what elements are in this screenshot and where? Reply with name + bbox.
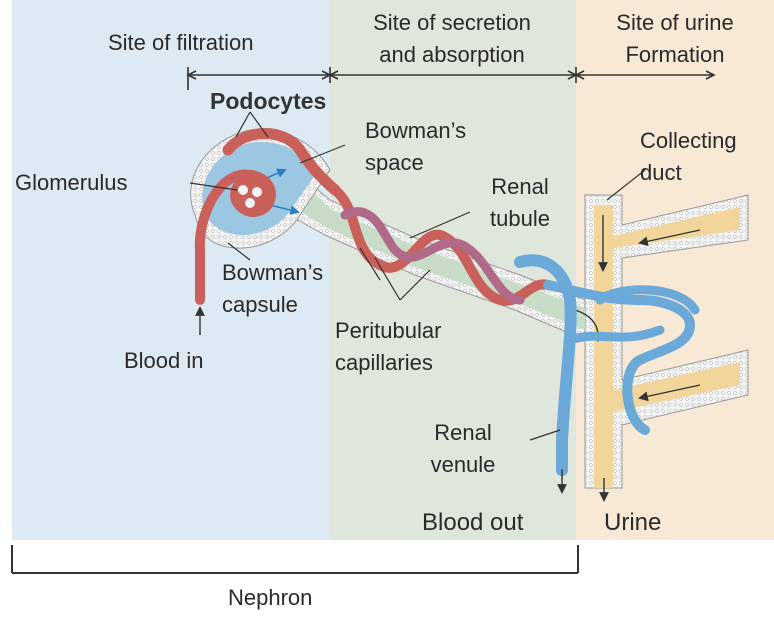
podocytes-label: Podocytes xyxy=(210,88,326,114)
glomerulus-label: Glomerulus xyxy=(15,170,127,196)
zone-filtration-label: Site of filtration xyxy=(108,30,254,56)
zone-urine-line2: Formation xyxy=(580,42,770,68)
blood-out-label: Blood out xyxy=(422,510,523,536)
zone-secretion-label: Site of secretion and absorption xyxy=(338,10,566,68)
peritubular-line2: capillaries xyxy=(335,350,441,376)
bowmans-capsule-label: Bowman’s capsule xyxy=(222,260,323,318)
renal-venule-line2: venule xyxy=(408,452,518,478)
zone-urine-label: Site of urine Formation xyxy=(580,10,770,68)
bowmans-capsule-line1: Bowman’s xyxy=(222,260,323,286)
renal-venule-label: Renal venule xyxy=(408,420,518,478)
zone-urine-line1: Site of urine xyxy=(580,10,770,36)
bowmans-space-line2: space xyxy=(365,150,466,176)
zone-secretion-line2: and absorption xyxy=(338,42,566,68)
collecting-duct-line1: Collecting xyxy=(640,128,737,154)
zone-secretion-line1: Site of secretion xyxy=(338,10,566,36)
renal-venule-line1: Renal xyxy=(408,420,518,446)
renal-tubule-line2: tubule xyxy=(470,206,570,232)
blood-in-label: Blood in xyxy=(124,348,204,374)
collecting-duct-line2: duct xyxy=(640,160,737,186)
peritubular-label: Peritubular capillaries xyxy=(335,318,441,376)
nephron-label: Nephron xyxy=(228,585,312,611)
collecting-duct-label: Collecting duct xyxy=(640,128,737,186)
renal-tubule-line1: Renal xyxy=(470,174,570,200)
bowmans-space-label: Bowman’s space xyxy=(365,118,466,176)
urine-label: Urine xyxy=(604,510,661,536)
peritubular-line1: Peritubular xyxy=(335,318,441,344)
bowmans-space-line1: Bowman’s xyxy=(365,118,466,144)
bowmans-capsule-line2: capsule xyxy=(222,292,323,318)
renal-tubule-label: Renal tubule xyxy=(470,174,570,232)
nephron-bracket xyxy=(12,545,578,573)
